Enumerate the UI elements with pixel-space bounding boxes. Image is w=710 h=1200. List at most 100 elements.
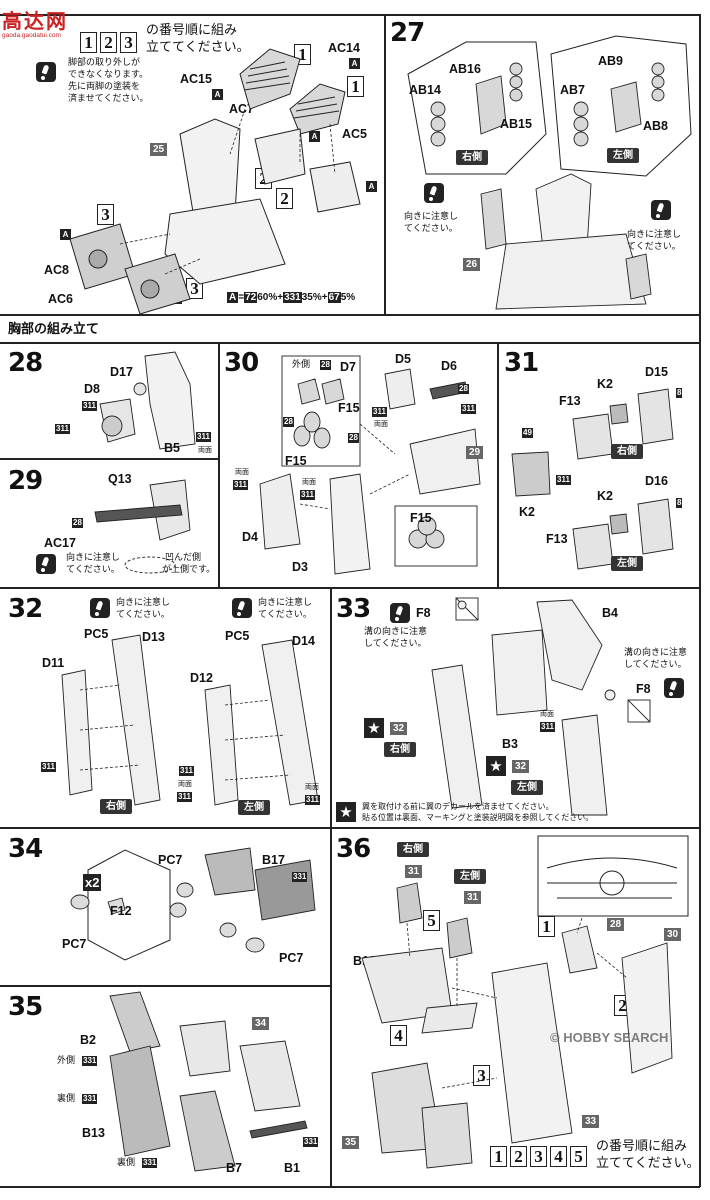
frame-h-34-35	[0, 985, 330, 987]
step-number: 28	[8, 348, 43, 378]
part-b7: B7	[226, 1161, 242, 1175]
part-f13: F13	[559, 394, 581, 408]
note-line-1: 向きに注意し	[404, 212, 459, 222]
color-chip-28: 28	[320, 360, 331, 370]
decal-note-2: 貼る位置は裏面、マーキングと塗装説明図を参照してください。	[362, 813, 594, 822]
ref-step-25: 25	[150, 143, 168, 156]
ref-step-33: 33	[582, 1115, 600, 1128]
color-chip-331: 331	[142, 1158, 158, 1168]
part-d13: D13	[142, 630, 165, 644]
color-chip-8: 8	[676, 498, 683, 508]
part-b13: B13	[82, 1126, 105, 1140]
part-d6: D6	[441, 359, 457, 373]
step-number: 31	[504, 348, 539, 378]
step-number: 33	[336, 594, 371, 624]
note-line-1: 向きに注意し	[258, 598, 313, 608]
ref-step-31: 31	[405, 865, 423, 878]
ref-step-30: 30	[664, 928, 682, 941]
color-chip-311: 311	[196, 432, 211, 442]
part-d4: D4	[242, 530, 258, 544]
step35-drawing	[109, 991, 308, 1172]
part-ac6: AC6	[48, 292, 74, 306]
left-side-badge: 左側	[611, 556, 643, 571]
part-b4: B4	[602, 606, 618, 620]
note-line-3: 凹んだ側	[165, 553, 202, 563]
order-box-1: 1	[490, 1146, 507, 1167]
color-chip-28: 28	[283, 417, 294, 427]
note-line-4: が上側です。	[162, 565, 216, 575]
order-text-2: 立ててください。	[146, 40, 250, 55]
right-side-badge: 右側	[100, 799, 132, 814]
caution-icon	[36, 554, 56, 574]
step26-drawing	[69, 48, 361, 315]
part-d14: D14	[292, 634, 315, 648]
both-sides-label: 両面	[540, 710, 554, 718]
part-f13: F13	[546, 532, 568, 546]
left-side-badge: 左側	[607, 148, 639, 163]
left-side-badge: 左側	[238, 800, 270, 815]
step-number: 32	[8, 594, 43, 624]
part-k2: K2	[519, 505, 535, 519]
color-chip-311: 311	[82, 401, 97, 411]
quantity-x2: x2	[83, 874, 102, 891]
part-d8: D8	[84, 382, 100, 396]
star-icon: ★	[486, 756, 506, 776]
mix-equals: =	[238, 292, 245, 303]
ref-step-35: 35	[342, 1136, 360, 1149]
mix-pct-1: 60%+	[257, 292, 284, 303]
part-ac5: AC5	[342, 127, 368, 141]
step36-drawing	[361, 835, 689, 1169]
caution-icon	[36, 62, 56, 82]
right-side-badge: 右側	[384, 742, 416, 757]
part-d16: D16	[645, 474, 668, 488]
note-line-2: てください。	[627, 242, 681, 252]
right-side-badge: 右側	[611, 444, 643, 459]
part-d3: D3	[292, 560, 308, 574]
part-b5: B5	[164, 441, 180, 455]
color-chip-331: 331	[82, 1094, 98, 1104]
num-2: 2	[276, 188, 293, 209]
num-5: 5	[423, 910, 440, 931]
footer-watermark: © HOBBY SEARCH	[550, 1030, 669, 1045]
part-k2: K2	[597, 377, 613, 391]
color-chip-331: 331	[303, 1137, 319, 1147]
caution-icon	[390, 603, 410, 623]
step32-drawing	[61, 634, 319, 806]
part-b2: B2	[80, 1033, 96, 1047]
note-line-1: 溝の向きに注意	[624, 648, 688, 658]
part-ab16: AB16	[449, 62, 481, 76]
frame-h-4	[0, 827, 700, 829]
color-chip-8: 8	[676, 388, 683, 398]
color-chip-311: 311	[177, 792, 192, 802]
note-line-1: 脚部の取り外しが	[68, 58, 141, 68]
order-box-3: 3	[530, 1146, 547, 1167]
frame-v-2a	[218, 342, 220, 587]
inner-side-label: 裏側	[117, 1158, 136, 1168]
color-chip-311: 311	[461, 404, 476, 414]
caution-icon	[424, 183, 444, 203]
part-ac17: AC17	[44, 536, 76, 550]
caution-icon	[651, 200, 671, 220]
order-text-1: の番号順に組み	[146, 23, 238, 38]
num-4: 4	[390, 1025, 407, 1046]
frame-v-3	[330, 587, 332, 1187]
tag-a: A	[60, 229, 71, 240]
ref-step-26: 26	[463, 258, 481, 271]
caution-icon	[90, 598, 110, 618]
right-side-badge: 右側	[397, 842, 429, 857]
part-pc7: PC7	[158, 853, 183, 867]
both-sides-label: 両面	[235, 468, 249, 476]
ref-step-32: 32	[512, 760, 530, 773]
star-icon: ★	[336, 802, 356, 822]
step33-drawing	[431, 597, 651, 816]
frame-h-2	[0, 342, 700, 344]
part-ab14: AB14	[409, 83, 441, 97]
part-d12: D12	[190, 671, 213, 685]
part-f15: F15	[285, 454, 307, 468]
tag-a: A	[349, 58, 360, 69]
color-chip-28: 28	[348, 433, 359, 443]
ref-step-34: 34	[252, 1017, 270, 1030]
part-q13: Q13	[108, 472, 132, 486]
color-chip-311: 311	[372, 407, 387, 417]
both-sides-label: 両面	[305, 783, 319, 791]
